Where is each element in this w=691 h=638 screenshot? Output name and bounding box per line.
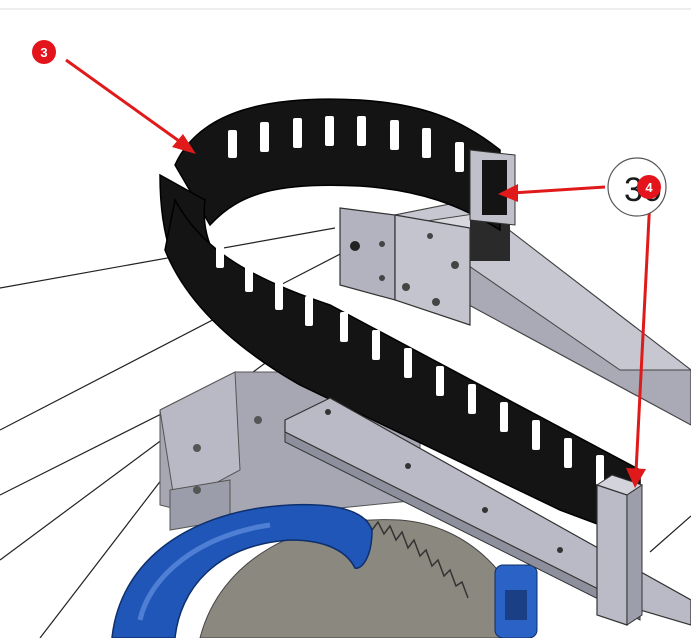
arrowhead: [498, 184, 518, 202]
bolt-hole: [193, 444, 201, 452]
bolt-hole: [193, 486, 201, 494]
arrowhead: [626, 468, 646, 488]
callout-arrows: [65, 58, 652, 488]
leader-line: [0, 227, 336, 289]
leader-line: [649, 515, 691, 553]
vertical-bracket: [595, 474, 644, 626]
callout-label: 4: [645, 180, 653, 195]
arrow-callout-3: [65, 58, 187, 148]
arrowhead: [172, 134, 196, 154]
cable-drag-chain: [159, 98, 641, 542]
bolt-hole: [254, 416, 262, 424]
callout-3: 3: [32, 40, 56, 64]
callout-marker: [32, 40, 56, 64]
callout-4: 4: [637, 175, 661, 199]
arrow-callout-4: [634, 197, 652, 473]
blade-guard: [111, 503, 373, 638]
arrow-balloon-30: [511, 185, 606, 195]
support-bar: [284, 397, 691, 626]
leader-line: [0, 249, 349, 431]
saw-blade: [199, 518, 531, 638]
callout-label: 3: [40, 45, 47, 60]
chain-slots: [216, 116, 604, 485]
callout-marker: [637, 175, 661, 199]
motor-part: [494, 564, 538, 638]
mounting-plate: [339, 207, 471, 326]
screw-head: [350, 241, 360, 251]
